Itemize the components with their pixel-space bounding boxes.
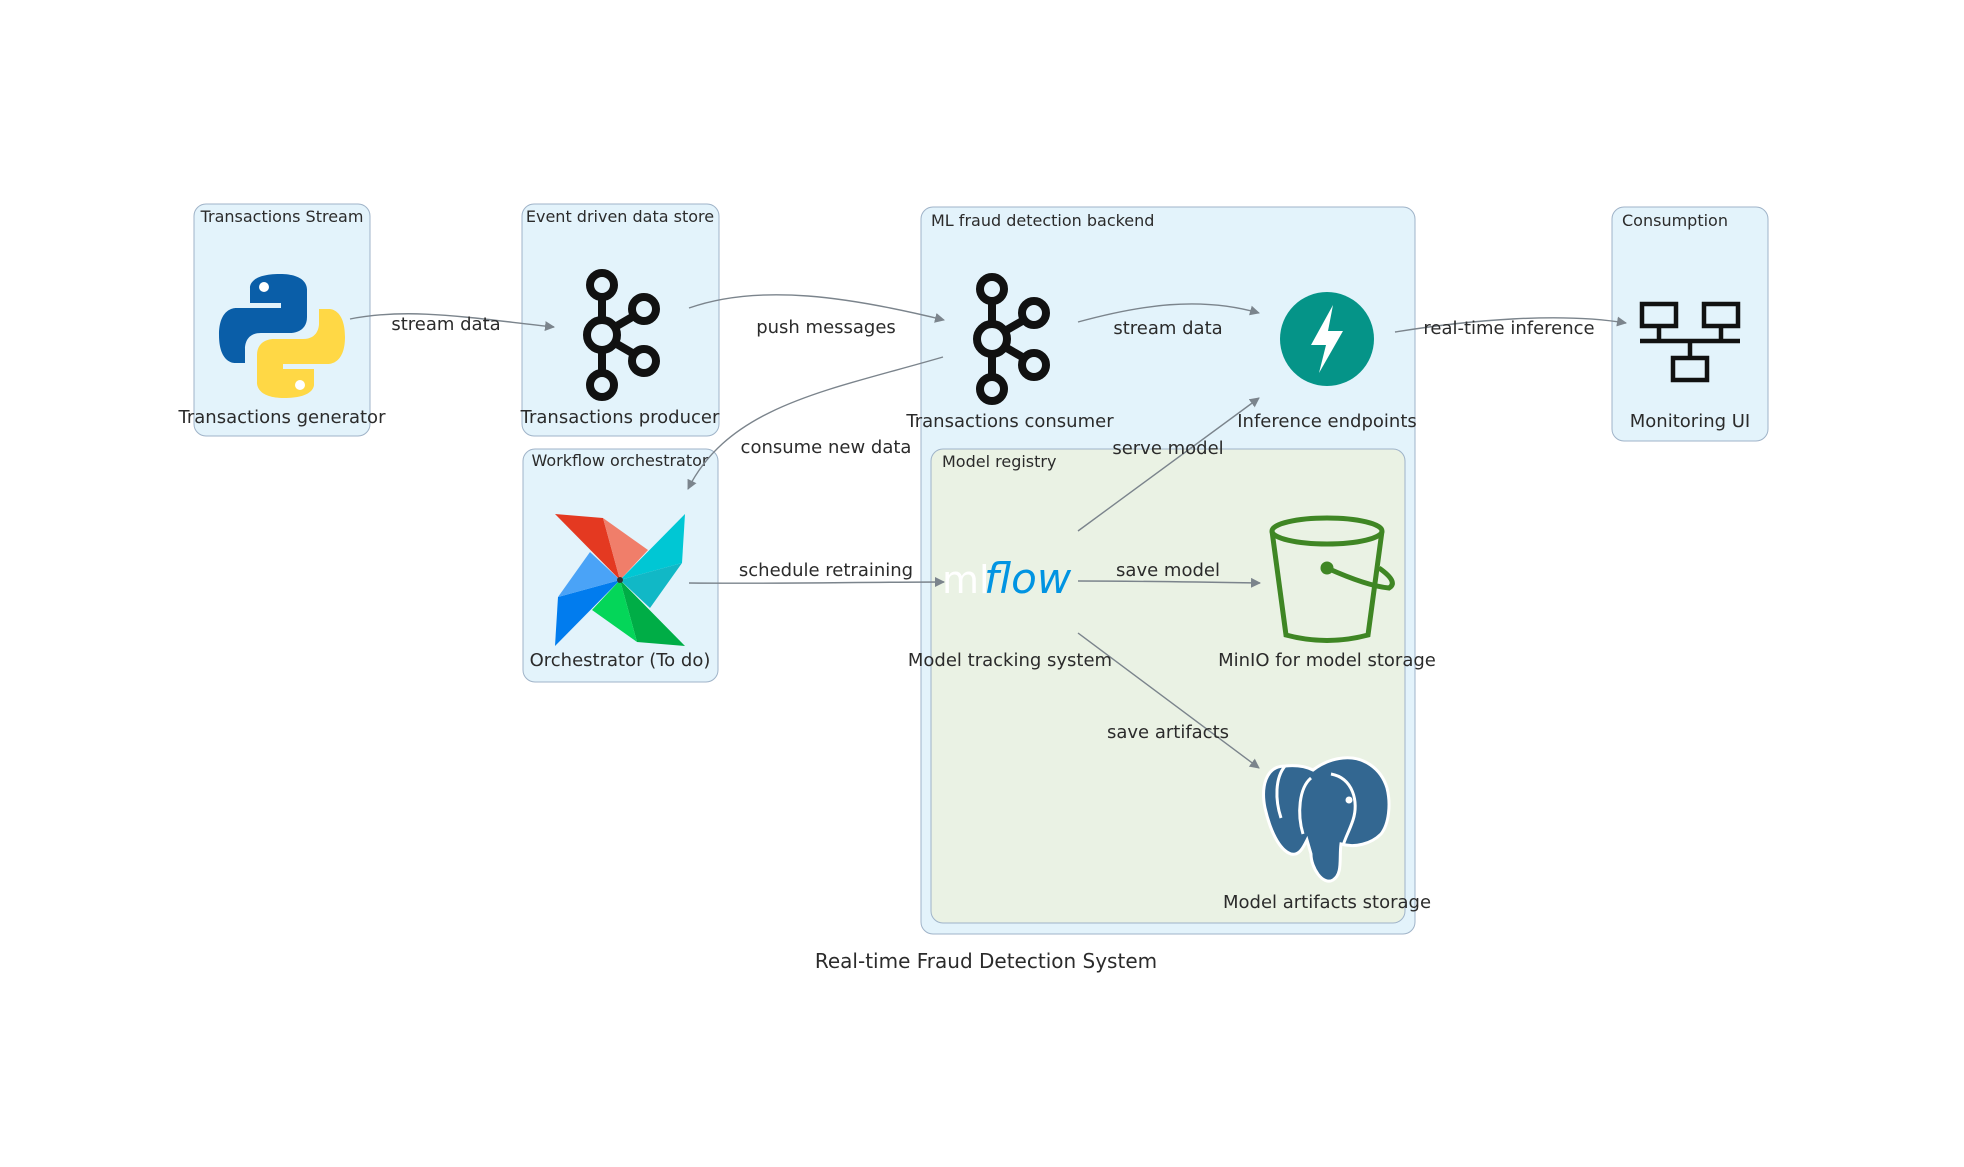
mlflow-logo: ml flow [942,554,1072,603]
python-icon [219,274,345,398]
mlflow-logo-ml: ml [942,558,990,602]
edge-label-save-model: save model [1116,560,1220,581]
node-label-inference: Inference endpoints [1237,411,1417,432]
node-label-generator: Transactions generator [178,407,387,428]
node-label-consumer: Transactions consumer [905,411,1114,432]
kafka-icon [583,269,660,401]
postgresql-icon [1262,756,1391,883]
edge-stream-data-2 [1077,303,1260,323]
node-label-artifacts: Model artifacts storage [1223,892,1431,913]
edge-label-real-time-inference: real-time inference [1423,318,1594,339]
edge-push-messages [688,294,945,323]
edge-real-time-inference [1394,316,1627,333]
edges [349,294,1627,769]
node-label-producer: Transactions producer [520,407,720,428]
edge-schedule-retraining [688,577,945,588]
bucket-icon [1269,515,1395,643]
edge-save-artifacts [1077,632,1260,769]
node-label-orchestrator: Orchestrator (To do) [530,650,711,671]
edge-label-schedule-retraining: schedule retraining [739,560,913,581]
edge-save-model [1077,577,1261,588]
edge-stream-data-1 [349,313,555,332]
airflow-icon [555,514,685,646]
cluster-title-ml-backend: ML fraud detection backend [931,211,1154,230]
edge-label-consume-new-data: consume new data [741,437,912,458]
node-label-monitoring: Monitoring UI [1630,411,1750,432]
cluster-consumption: Consumption [1611,206,1769,442]
edge-label-stream-data-1: stream data [391,314,500,335]
cluster-title-transactions-stream: Transactions Stream [200,207,364,226]
edge-consume-new-data [687,356,944,490]
kafka-icon [973,273,1050,405]
edge-serve-model [1077,397,1260,532]
node-label-minio: MinIO for model storage [1218,650,1436,671]
node-label-tracking: Model tracking system [908,650,1112,671]
cluster-title-workflow: Workflow orchestrator [532,451,709,470]
edge-label-push-messages: push messages [756,317,896,338]
edge-label-stream-data-2: stream data [1113,318,1222,339]
fastapi-icon [1280,292,1374,386]
cluster-title-event-store: Event driven data store [526,207,714,226]
diagram-title: Real-time Fraud Detection System [815,949,1157,973]
mlflow-logo-flow: flow [984,554,1072,603]
network-icon [1639,301,1741,383]
edge-label-serve-model: serve model [1112,438,1223,459]
cluster-title-consumption: Consumption [1622,211,1728,230]
edge-label-save-artifacts: save artifacts [1107,722,1229,743]
cluster-title-model-registry: Model registry [942,452,1056,471]
